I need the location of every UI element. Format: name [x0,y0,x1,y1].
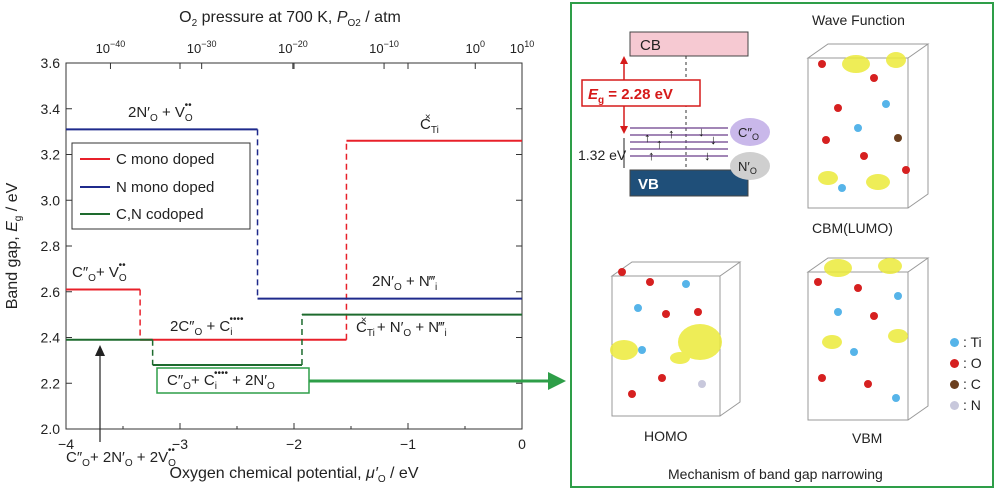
c-dot-icon [950,380,959,389]
top-tick-label: 10−40 [96,39,126,56]
top-tick-label: 1010 [510,39,534,56]
cbm-isosurface [818,52,906,190]
defect-n-bubble [730,152,770,180]
x-tick-label: −1 [400,436,416,452]
y-tick-label: 3.0 [41,192,61,208]
annotation-cti: CTi× [420,112,439,136]
x-tick-label: −2 [286,436,302,452]
defect-n-label: N′O [738,159,757,176]
y-tick-label: 3.2 [41,147,61,163]
y-tick-label: 2.6 [41,284,61,300]
legend-label-cn: C,N codoped [116,206,204,223]
svg-text:↑: ↑ [648,148,655,163]
atom-legend: : Ti : O : C : N [950,332,982,416]
caption-homo: HOMO [644,428,688,444]
y-tick-label: 2.8 [41,238,61,254]
annotation-2no-vo: 2N′O + VO•• [128,100,193,124]
svg-text:↑: ↑ [644,130,651,145]
y-tick-label: 2.2 [41,375,61,391]
x-tick-label: −3 [172,436,188,452]
top-tick-label: 10−20 [278,39,308,56]
cb-label: CB [640,37,661,54]
top-tick-label: 10−30 [187,39,217,56]
vbm-atoms [814,278,902,402]
valence-band [629,169,749,197]
annotation-arrow-head [95,345,105,356]
top-tick-label: 10−10 [369,39,399,56]
x-axis-label: Oxygen chemical potential, μ′O / eV [170,465,419,485]
atom-legend-n: : N [950,395,982,416]
pointer-arrow-head [548,372,566,390]
y-tick-label: 2.0 [41,421,61,437]
annotation-cti-no-ni: CTi× + N′O + N‴i [356,315,447,339]
spin-arrows: ↑↑↑ ↓↓↑↓ [644,124,717,163]
legend-label-n: N mono doped [116,179,214,196]
annotation-2co-ci: 2C″O + Ci•••• [170,314,244,338]
svg-text:↑: ↑ [656,136,663,151]
y-tick-label: 2.4 [41,330,61,346]
ti-dot-icon [950,338,959,347]
homo-lattice [610,261,742,417]
svg-text:↓: ↓ [698,124,705,139]
top-tick-label: 100 [466,39,485,56]
vbm-isosurface [822,258,908,349]
o-dot-icon [950,359,959,368]
band-gap-chart: O2 pressure at 700 K, PO2 / atm −4 −3 −2 −1… [4,9,566,485]
x-tick-label: −4 [58,436,74,452]
defect-levels [630,127,728,157]
defect-c-label: C″O [738,125,759,142]
mechanism-title: Mechanism of band gap narrowing [668,466,883,482]
band-diagram: CB VB Eg = 2.28 eV ↑↑↑ ↓↓↑↓ 1.32 eV C″O … [578,31,770,197]
atom-legend-ti: : Ti [950,332,982,353]
homo-isosurface [610,324,722,364]
annotation-co-2no-2vo: C″O+ 2N′O + 2VO•• [66,445,176,469]
atom-legend-c: : C [950,374,982,395]
eg-box [581,79,701,107]
svg-text:↓: ↓ [704,148,711,163]
y-tick-label: 3.4 [41,101,61,117]
annotation-co-vo: C″O+ VO•• [72,260,127,284]
top-axis-title: O2 pressure at 700 K, PO2 / atm [179,9,401,29]
mechanism-panel: CB VB Eg = 2.28 eV ↑↑↑ ↓↓↑↓ 1.32 eV C″O … [570,2,994,488]
conduction-band [629,31,749,57]
caption-wave-function: Wave Function [812,12,905,28]
svg-text:↑: ↑ [668,126,675,141]
caption-vbm: VBM [852,430,883,446]
eg-arrow-head-up [620,56,628,64]
cbm-atoms [818,60,910,192]
eg-text: Eg = 2.28 eV [588,86,673,106]
gap-value: 1.32 eV [578,147,627,163]
eg-arrow-head-down [620,126,628,134]
vbm-lattice [806,257,930,421]
n-dot-icon [950,401,959,410]
vb-label: VB [638,176,659,193]
homo-atoms [618,268,706,398]
svg-text:↓: ↓ [710,132,717,147]
caption-cbm: CBM(LUMO) [812,220,893,236]
legend-label-c: C mono doped [116,151,214,168]
y-axis-label: Band gap, Eg / eV [4,182,24,309]
annotation-2no-ni: 2N′O + N‴i [372,273,437,293]
x-tick-label: 0 [518,436,526,452]
defect-c-bubble [730,118,770,146]
chart-legend: C mono doped N mono doped C,N codoped [71,142,251,230]
annotation-codoped-box: C″O+ Ci•••• + 2N′O [167,368,275,392]
atom-legend-o: : O [950,353,982,374]
cbm-lattice [806,43,930,209]
y-tick-label: 3.6 [41,55,61,71]
